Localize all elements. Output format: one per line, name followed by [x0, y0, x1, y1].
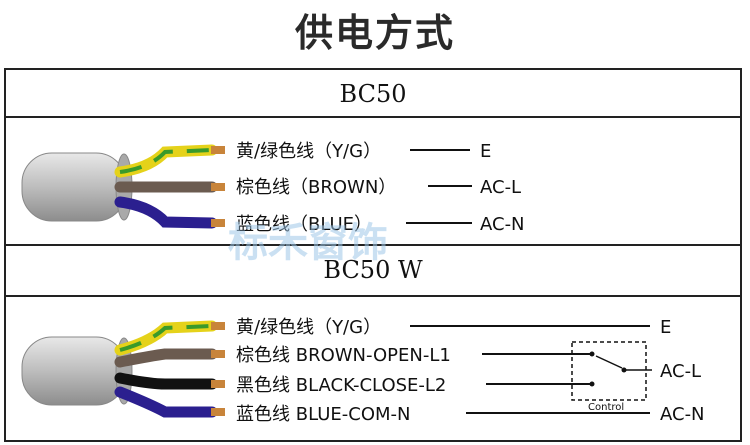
control-label: Control	[588, 402, 624, 413]
wire-label-blue-bc50: 蓝色线（BLUE）	[236, 214, 372, 235]
terminal-e-bc50w: E	[660, 317, 671, 338]
section-title-bc50: BC50	[339, 80, 407, 108]
section-divider-2	[4, 244, 742, 246]
terminal-acl-bc50: AC-L	[480, 177, 521, 198]
wire-black-bc50w	[114, 372, 225, 390]
wire-yg-bc50w	[114, 320, 225, 356]
wire-blue-bc50	[114, 196, 225, 229]
terminal-acn-bc50w: AC-N	[660, 404, 705, 425]
section-title-bc50w: BC50 W	[323, 256, 423, 284]
diagram-frame	[4, 68, 742, 442]
wire-label-yg-bc50: 黄/绿色线（Y/G）	[236, 141, 381, 162]
control-switch: Control	[571, 341, 652, 413]
wire-blue-bc50w	[114, 386, 225, 418]
wire-brown-bc50	[114, 181, 225, 193]
wire-label-yg-bc50w: 黄/绿色线（Y/G）	[236, 317, 381, 338]
terminal-e-bc50: E	[480, 141, 491, 162]
section-divider-1	[4, 116, 742, 118]
wire-label-brown-bc50: 棕色线（BROWN）	[236, 177, 396, 198]
watermark: 标禾窗饰	[228, 220, 388, 266]
wire-label-brown-bc50w: 棕色线 BROWN-OPEN-L1	[236, 345, 451, 366]
wire-label-black-bc50w: 黑色线 BLACK-CLOSE-L2	[236, 375, 446, 396]
section-divider-3	[4, 295, 742, 297]
terminal-acl-bc50w: AC-L	[660, 361, 701, 382]
page-title: 供电方式	[294, 11, 455, 55]
wire-brown-bc50w	[114, 348, 225, 368]
terminal-acn-bc50: AC-N	[480, 214, 525, 235]
wire-yg-bc50	[114, 144, 225, 178]
wire-label-blue-bc50w: 蓝色线 BLUE-COM-N	[236, 404, 410, 425]
